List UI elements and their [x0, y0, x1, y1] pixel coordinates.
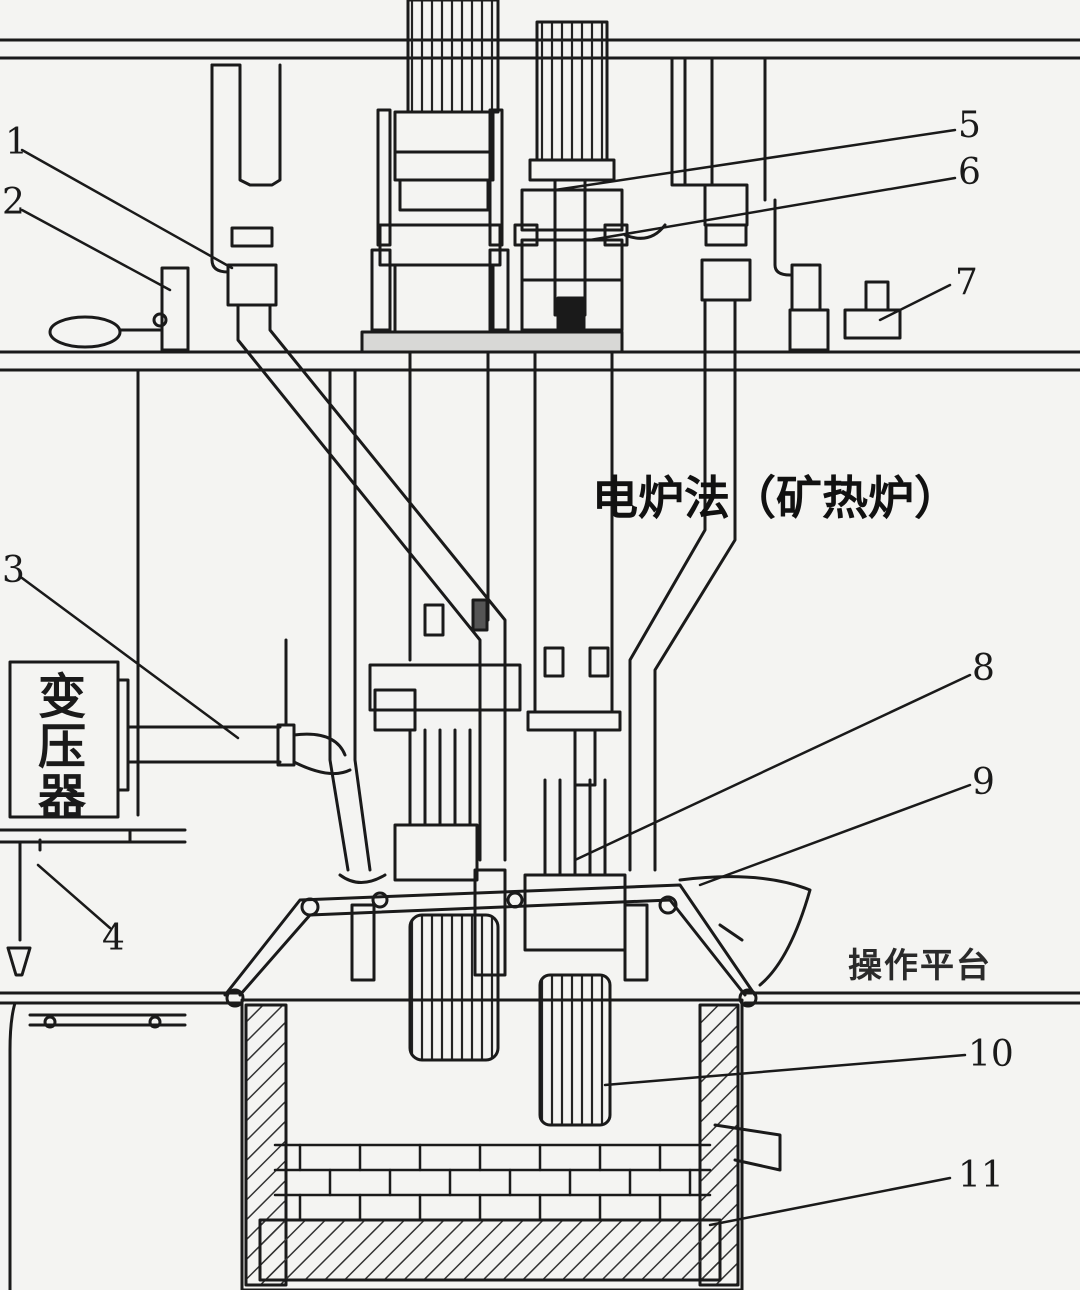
transformer-box [8, 660, 130, 819]
callout-2: 2 [2, 182, 25, 223]
callout-10: 10 [968, 1034, 1014, 1075]
operating-platform-label: 操作平台 [848, 946, 992, 986]
furnace-brick-lining [273, 1143, 712, 1222]
right-electrode-holder-upper [513, 158, 667, 332]
short-network-busbar [126, 638, 352, 776]
callout-8: 8 [972, 648, 995, 689]
left-electrode-shaft [408, 350, 490, 662]
right-electrode-column [535, 20, 609, 162]
furnace-hood [223, 873, 812, 1008]
callout-leader-lines [20, 128, 972, 1227]
left-diagonal-feed-pipe [236, 303, 507, 862]
right-feed-pipe [628, 298, 737, 872]
right-electrode [538, 973, 612, 1127]
right-electrode-shaft [533, 350, 614, 712]
diagram-title: 电炉法（矿热炉） [592, 471, 960, 525]
transformer-char-1: 变 [38, 669, 87, 725]
platform-floor [0, 991, 1080, 1005]
callout-6: 6 [958, 152, 981, 193]
mid-floor-beam [0, 350, 1080, 372]
left-valve-assembly [48, 266, 190, 352]
cooling-water-pipe [6, 828, 187, 1290]
callout-1: 1 [5, 122, 28, 163]
right-hoist-equipment [788, 263, 902, 352]
callout-4: 4 [102, 918, 125, 959]
callout-7: 7 [955, 262, 978, 303]
transformer-char-2: 压 [38, 719, 87, 775]
callout-9: 9 [972, 762, 995, 803]
callout-11: 11 [958, 1155, 1004, 1196]
left-electrode [408, 913, 500, 1062]
left-contact-clamp [368, 598, 522, 882]
left-electrode-column [406, 0, 500, 114]
right-feed-hopper [670, 56, 792, 302]
transformer-char-3: 器 [38, 769, 87, 825]
callout-3: 3 [2, 550, 25, 591]
transformer-label: 变 压 器 [38, 672, 86, 822]
left-feed-hopper [210, 63, 282, 307]
left-vertical-pipe [328, 368, 372, 872]
left-electrode-holder-upper [360, 108, 624, 354]
callout-5: 5 [958, 105, 981, 146]
